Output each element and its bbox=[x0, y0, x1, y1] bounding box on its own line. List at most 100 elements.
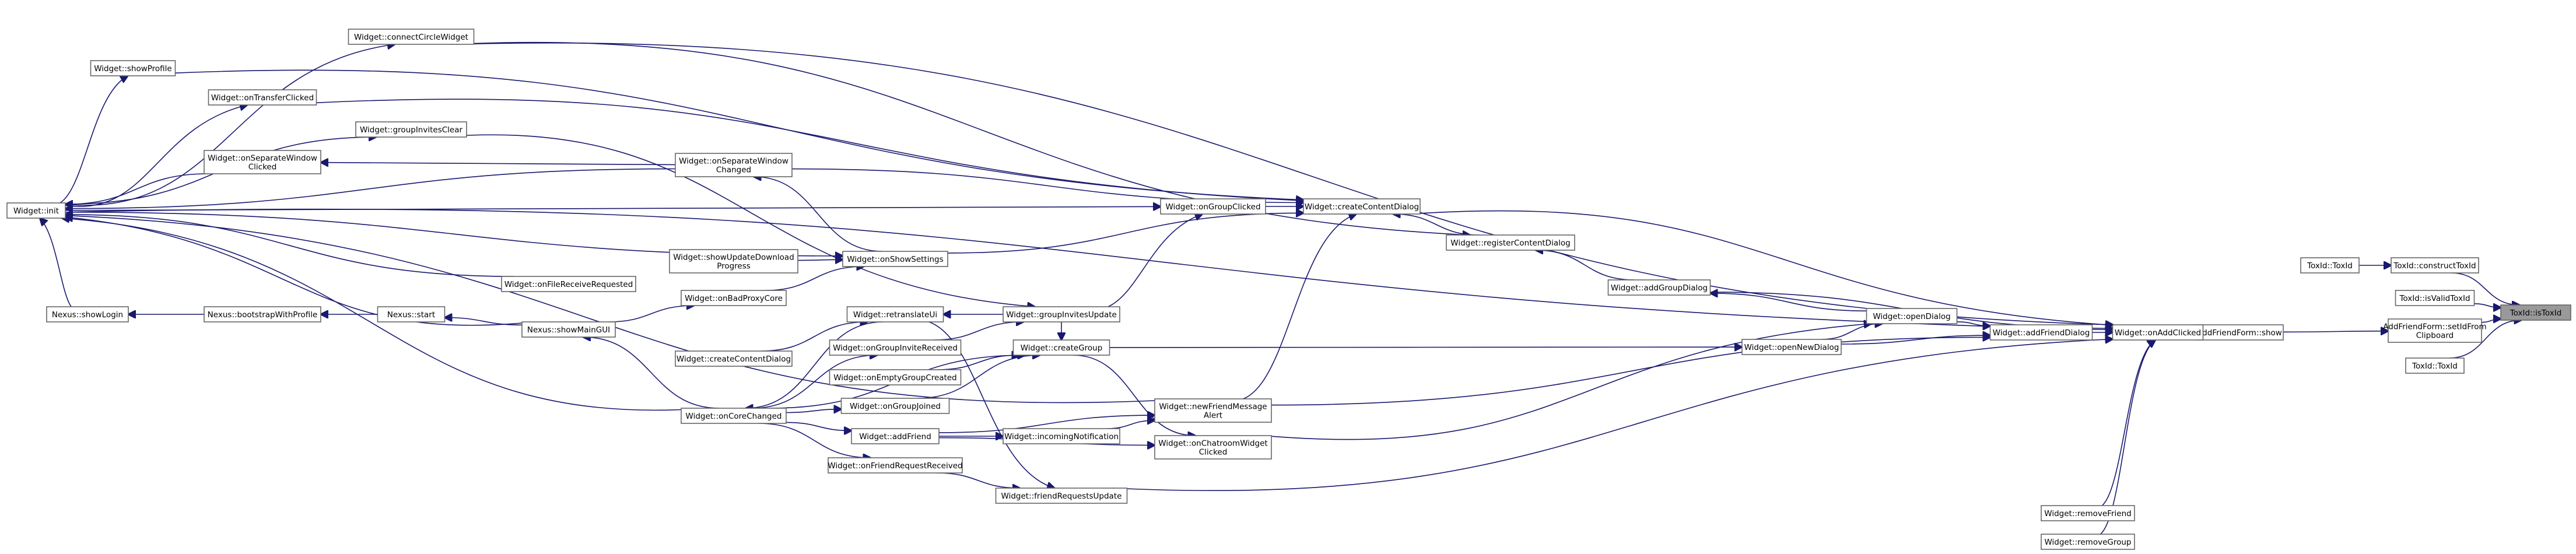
node-label: Progress bbox=[717, 262, 751, 271]
node-label: Widget::onGroupInviteReceived bbox=[833, 343, 958, 353]
node-label: ToxId::ToxId bbox=[2412, 362, 2458, 371]
node-label: Widget::onGroupJoined bbox=[850, 402, 941, 411]
call-edge-path bbox=[2481, 319, 2501, 322]
node-label: Widget::onAddClicked bbox=[2115, 328, 2201, 338]
node-nexus-showlogin[interactable]: Nexus::showLogin bbox=[46, 306, 129, 322]
call-edge bbox=[937, 355, 1019, 370]
node-label: Widget::addFriend bbox=[859, 432, 931, 441]
call-edge-path bbox=[65, 173, 208, 204]
node-nexus-start[interactable]: Nexus::start bbox=[377, 306, 446, 322]
call-edge-path bbox=[1841, 335, 1990, 345]
node-widget-groupinvitesupdate[interactable]: Widget::groupInvitesUpdate bbox=[1003, 306, 1120, 322]
node-box bbox=[2041, 505, 2135, 521]
call-edge bbox=[786, 409, 842, 413]
node-label: Widget::onCoreChanged bbox=[686, 412, 782, 421]
node-nexus-bootstrapwithprofile[interactable]: Nexus::bootstrapWithProfile bbox=[204, 306, 321, 322]
node-nexus-showmaingui[interactable]: Nexus::showMainGUI bbox=[521, 321, 616, 338]
call-edge bbox=[1112, 339, 2112, 492]
node-toxid-isvalidtoxid[interactable]: ToxId::isValidToxId bbox=[2395, 290, 2475, 306]
node-toxid-toxid[interactable]: ToxId::ToxId bbox=[2300, 257, 2360, 274]
node-label: Widget::registerContentDialog bbox=[1450, 239, 1570, 248]
node-widget-onshowsettings[interactable]: Widget::onShowSettings bbox=[842, 251, 948, 267]
call-edge-path bbox=[62, 218, 708, 411]
node-widget-opennewdialog[interactable]: Widget::openNewDialog bbox=[1741, 339, 1842, 355]
node-box bbox=[501, 276, 636, 292]
node-toxid-toxid[interactable]: ToxId::ToxId bbox=[2405, 357, 2465, 374]
node-widget-init[interactable]: Widget::init bbox=[6, 202, 66, 219]
node-widget-addfrienddialog[interactable]: Widget::addFriendDialog bbox=[1989, 324, 2093, 341]
call-edge-path bbox=[1821, 324, 1883, 340]
node-widget-ongroupjoined[interactable]: Widget::onGroupJoined bbox=[840, 398, 950, 414]
node-box bbox=[204, 306, 321, 322]
node-label: ToxId::isValidToxId bbox=[2399, 294, 2470, 303]
call-edge-path bbox=[175, 69, 1304, 199]
call-edge bbox=[937, 472, 1020, 488]
node-label: Widget::onShowSettings bbox=[847, 255, 943, 264]
node-widget-onfriendrequestreceived[interactable]: Widget::onFriendRequestReceived bbox=[828, 457, 963, 474]
node-widget-friendrequestsupdate[interactable]: Widget::friendRequestsUpdate bbox=[995, 488, 1128, 504]
call-edge bbox=[65, 173, 208, 204]
node-widget-ontransferclicked[interactable]: Widget::onTransferClicked bbox=[208, 89, 317, 106]
node-label: Alert bbox=[1204, 411, 1222, 420]
node-toxid-constructtoxid[interactable]: ToxId::constructToxId bbox=[2391, 257, 2479, 274]
call-edge bbox=[445, 318, 523, 326]
node-label: Widget::removeFriend bbox=[2044, 509, 2131, 518]
node-widget-removefriend[interactable]: Widget::removeFriend bbox=[2041, 505, 2135, 521]
node-label: Widget::onChatroomWidget bbox=[1158, 439, 1267, 448]
node-label: Clicked bbox=[248, 163, 277, 172]
node-label: Widget::onGroupClicked bbox=[1165, 202, 1260, 212]
node-widget-createcontentdialog[interactable]: Widget::createContentDialog bbox=[1303, 198, 1421, 215]
node-widget-registercontentdialog[interactable]: Widget::registerContentDialog bbox=[1446, 234, 1575, 251]
node-label: Clipboard bbox=[2416, 331, 2454, 341]
node-box bbox=[681, 408, 787, 424]
call-edge bbox=[65, 208, 2113, 330]
call-edge-path bbox=[316, 99, 1304, 201]
node-widget-opendialog[interactable]: Widget::openDialog bbox=[1866, 308, 1958, 324]
node-widget-onfilereceiverequested[interactable]: Widget::onFileReceiveRequested bbox=[501, 276, 636, 292]
node-label: Widget::init bbox=[13, 206, 59, 216]
call-edge-path bbox=[2283, 331, 2388, 332]
node-widget-incomingnotification[interactable]: Widget::incomingNotification bbox=[1003, 428, 1120, 444]
call-edge bbox=[1073, 355, 1196, 436]
node-box bbox=[669, 249, 798, 274]
call-edge-path bbox=[765, 267, 864, 291]
node-label: Widget::groupInvitesClear bbox=[360, 125, 463, 135]
node-label: Widget::openNewDialog bbox=[1744, 343, 1839, 352]
call-edge bbox=[2283, 331, 2388, 332]
call-edge bbox=[1106, 420, 1155, 429]
node-widget-ongroupclicked[interactable]: Widget::onGroupClicked bbox=[1160, 198, 1266, 215]
node-widget-groupinvitesclear[interactable]: Widget::groupInvitesClear bbox=[355, 121, 467, 138]
node-widget-removegroup[interactable]: Widget::removeGroup bbox=[2041, 534, 2135, 550]
node-widget-onbadproxycore[interactable]: Widget::onBadProxyCore bbox=[681, 290, 787, 306]
node-widget-creategroup[interactable]: Widget::createGroup bbox=[1012, 339, 1110, 356]
node-box bbox=[829, 339, 962, 356]
call-edge bbox=[316, 99, 1304, 201]
node-label: Widget::friendRequestsUpdate bbox=[1001, 492, 1122, 501]
call-edge bbox=[65, 215, 514, 277]
node-widget-retranslateui[interactable]: Widget::retranslateUi bbox=[846, 306, 944, 322]
node-widget-showprofile[interactable]: Widget::showProfile bbox=[90, 60, 176, 76]
node-widget-onaddclicked[interactable]: Widget::onAddClicked bbox=[2112, 324, 2204, 341]
node-widget-createcontentdialog[interactable]: Widget::createContentDialog bbox=[675, 350, 793, 367]
call-edge bbox=[1841, 335, 1990, 345]
node-widget-onemptygroupcreated[interactable]: Widget::onEmptyGroupCreated bbox=[829, 369, 962, 385]
call-edge bbox=[175, 69, 1304, 199]
call-edge-path bbox=[321, 163, 676, 165]
node-widget-addgroupdialog[interactable]: Widget::addGroupDialog bbox=[1607, 279, 1711, 296]
node-widget-addfriend[interactable]: Widget::addFriend bbox=[851, 428, 940, 444]
node-toxid-istoxid[interactable]: ToxId::isToxId bbox=[2500, 304, 2571, 321]
node-widget-connectcirclewidget[interactable]: Widget::connectCircleWidget bbox=[348, 29, 475, 45]
call-edge bbox=[2474, 303, 2501, 308]
node-box bbox=[2391, 257, 2479, 274]
node-label: Widget::addFriendDialog bbox=[1993, 328, 2090, 338]
node-box bbox=[851, 428, 940, 444]
node-addfriendform-show[interactable]: AddFriendForm::show bbox=[2195, 324, 2284, 341]
node-widget-ongroupinvitereceived[interactable]: Widget::onGroupInviteReceived bbox=[829, 339, 962, 356]
node-widget-oncorechanged[interactable]: Widget::onCoreChanged bbox=[681, 408, 787, 424]
